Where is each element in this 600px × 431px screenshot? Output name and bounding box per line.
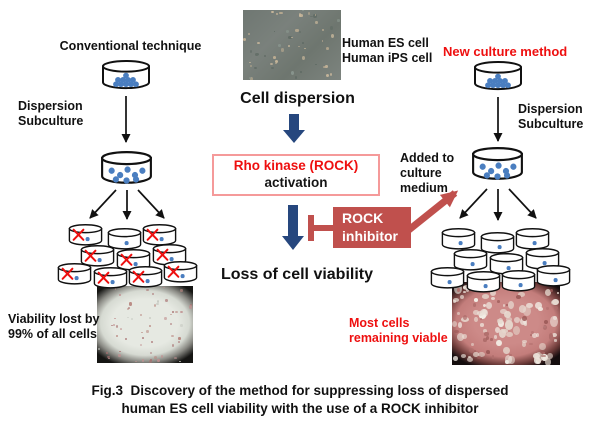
petri-dish xyxy=(80,245,115,273)
dispersion-subculture-left-label: Dispersion Subculture xyxy=(18,99,84,128)
rock-inhibitor-box: ROCK inhibitor xyxy=(333,207,411,248)
new-culture-method-label: New culture method xyxy=(443,44,568,59)
petri-dish xyxy=(93,267,128,295)
petri-dish xyxy=(501,270,536,298)
loss-of-cell-viability-label: Loss of cell viability xyxy=(220,266,374,283)
petri-dish xyxy=(536,265,571,293)
petri-dish xyxy=(101,60,151,96)
petri-dish xyxy=(152,244,187,272)
petri-dish xyxy=(163,261,198,289)
added-to-culture-medium-label: Added to culture medium xyxy=(400,151,455,195)
petri-dish xyxy=(473,61,523,97)
micrograph-dead-cells xyxy=(97,286,193,363)
petri-dish xyxy=(441,228,476,256)
petri-dish xyxy=(116,249,151,277)
petri-dish xyxy=(515,228,550,256)
rho-kinase-activation-box: Rho kinase (ROCK) activation xyxy=(212,154,380,196)
micrograph-es-colony xyxy=(243,10,341,80)
petri-dish xyxy=(453,249,488,277)
figure-caption: Fig.3 Discovery of the method for suppre… xyxy=(91,383,509,416)
petri-dish xyxy=(107,228,142,256)
es-ips-cell-label: Human ES cell Human iPS cell xyxy=(342,36,433,65)
petri-dish xyxy=(100,151,153,191)
petri-dish xyxy=(471,147,524,187)
petri-dish xyxy=(466,271,501,299)
dispersion-subculture-right-label: Dispersion Subculture xyxy=(518,102,584,131)
rho-kinase-line: Rho kinase (ROCK) xyxy=(233,158,359,173)
cell-dispersion-label: Cell dispersion xyxy=(240,90,355,107)
most-cells-viable-label: Most cells remaining viable xyxy=(349,316,448,345)
petri-dish xyxy=(525,248,560,276)
petri-dish xyxy=(142,224,177,252)
activation-line: activation xyxy=(264,174,328,190)
conventional-technique-label: Conventional technique xyxy=(59,39,202,53)
petri-dish xyxy=(57,263,92,291)
viability-lost-label: Viability lost by 99% of all cells xyxy=(8,312,100,341)
petri-dish xyxy=(480,232,515,260)
petri-dish xyxy=(128,266,163,294)
petri-dish xyxy=(68,224,103,252)
petri-dish xyxy=(430,267,465,295)
